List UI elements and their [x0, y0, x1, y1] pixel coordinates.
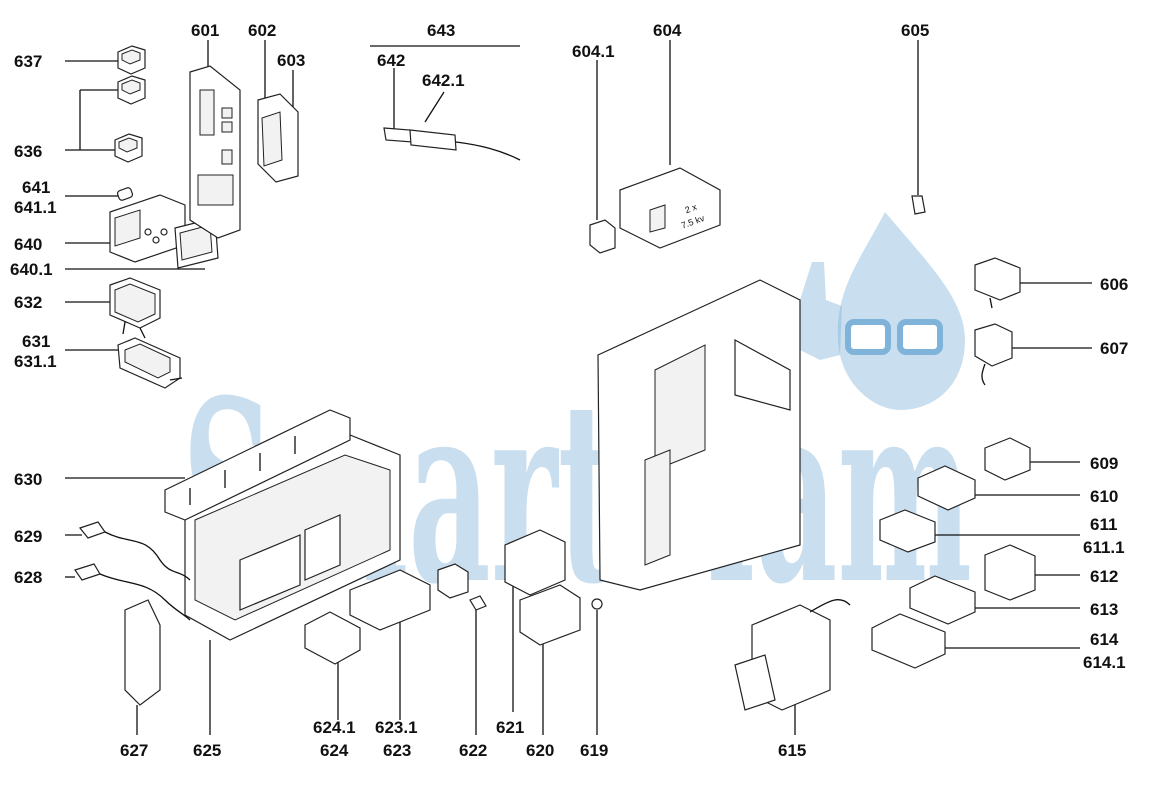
leader-lines [65, 40, 1092, 735]
part-604-1-connector [589, 219, 616, 254]
part-606-relay-socket [974, 257, 1021, 309]
part-621-620-contactors [504, 529, 581, 646]
transformer-marking-count: 2 x [684, 202, 699, 216]
label-637: 637 [14, 52, 42, 71]
label-623-1: 623.1 [375, 718, 418, 737]
label-631: 631 [22, 332, 50, 351]
label-604-1: 604.1 [572, 42, 615, 61]
label-624-1: 624.1 [313, 718, 356, 737]
part-622-connector [437, 563, 487, 611]
label-611-1: 611.1 [1083, 538, 1125, 557]
label-615: 615 [778, 741, 806, 760]
label-612: 612 [1090, 567, 1118, 586]
label-629: 629 [14, 527, 42, 546]
part-637-switch [117, 45, 146, 75]
part-641-fuse [116, 187, 134, 201]
part-604-ignition-transformer: 2 x 7.5 kv [619, 167, 721, 249]
label-640: 640 [14, 235, 42, 254]
label-614-1: 614.1 [1083, 653, 1126, 672]
part-mounting-plate [597, 279, 801, 591]
part-636-switches [114, 75, 146, 163]
label-602: 602 [248, 21, 276, 40]
label-627: 627 [120, 741, 148, 760]
part-627-cover [124, 599, 161, 706]
label-610: 610 [1090, 487, 1118, 506]
label-606: 606 [1100, 275, 1128, 294]
label-604: 604 [653, 21, 682, 40]
part-labels: 637 636 641 641.1 640 640.1 632 631 631.… [10, 21, 1128, 760]
part-619-cap [591, 598, 603, 610]
part-615-transformer [734, 599, 851, 711]
label-636: 636 [14, 142, 42, 161]
label-641-1: 641.1 [14, 198, 57, 217]
label-619: 619 [580, 741, 608, 760]
label-611: 611 [1090, 515, 1117, 534]
label-609: 609 [1090, 454, 1118, 473]
part-613-plug [909, 575, 976, 625]
label-643: 643 [427, 21, 455, 40]
label-621: 621 [496, 718, 524, 737]
part-611-plug [879, 509, 936, 553]
part-630-terminal-strip [164, 409, 351, 521]
label-628: 628 [14, 568, 42, 587]
label-607: 607 [1100, 339, 1128, 358]
part-607-relay [974, 323, 1013, 386]
part-605-sensor [911, 195, 926, 215]
part-642-electrode [383, 127, 521, 161]
label-624: 624 [320, 741, 349, 760]
label-642: 642 [377, 51, 405, 70]
part-624-relay [304, 611, 361, 665]
label-640-1: 640.1 [10, 260, 53, 279]
part-614-plug [871, 613, 946, 669]
label-630: 630 [14, 470, 42, 489]
part-629-628-cables [74, 521, 191, 621]
label-631-1: 631.1 [14, 352, 57, 371]
part-632-relay [109, 277, 161, 339]
part-612-plug [984, 544, 1036, 601]
label-605: 605 [901, 21, 929, 40]
label-625: 625 [193, 741, 221, 760]
part-631-igniter [117, 337, 183, 389]
part-602-603-boards [257, 93, 299, 183]
part-609-plug [984, 437, 1031, 481]
label-641: 641 [22, 178, 50, 197]
label-632: 632 [14, 293, 42, 312]
flame-logo-icon [800, 212, 965, 410]
part-601-front-panel [189, 65, 241, 239]
label-613: 613 [1090, 600, 1118, 619]
label-642-1: 642.1 [422, 71, 465, 90]
part-623-relay-block [349, 569, 431, 631]
label-603: 603 [277, 51, 305, 70]
label-623: 623 [383, 741, 411, 760]
label-620: 620 [526, 741, 554, 760]
label-601: 601 [191, 21, 219, 40]
label-622: 622 [459, 741, 487, 760]
part-610-plug [917, 465, 976, 511]
label-614: 614 [1090, 630, 1119, 649]
